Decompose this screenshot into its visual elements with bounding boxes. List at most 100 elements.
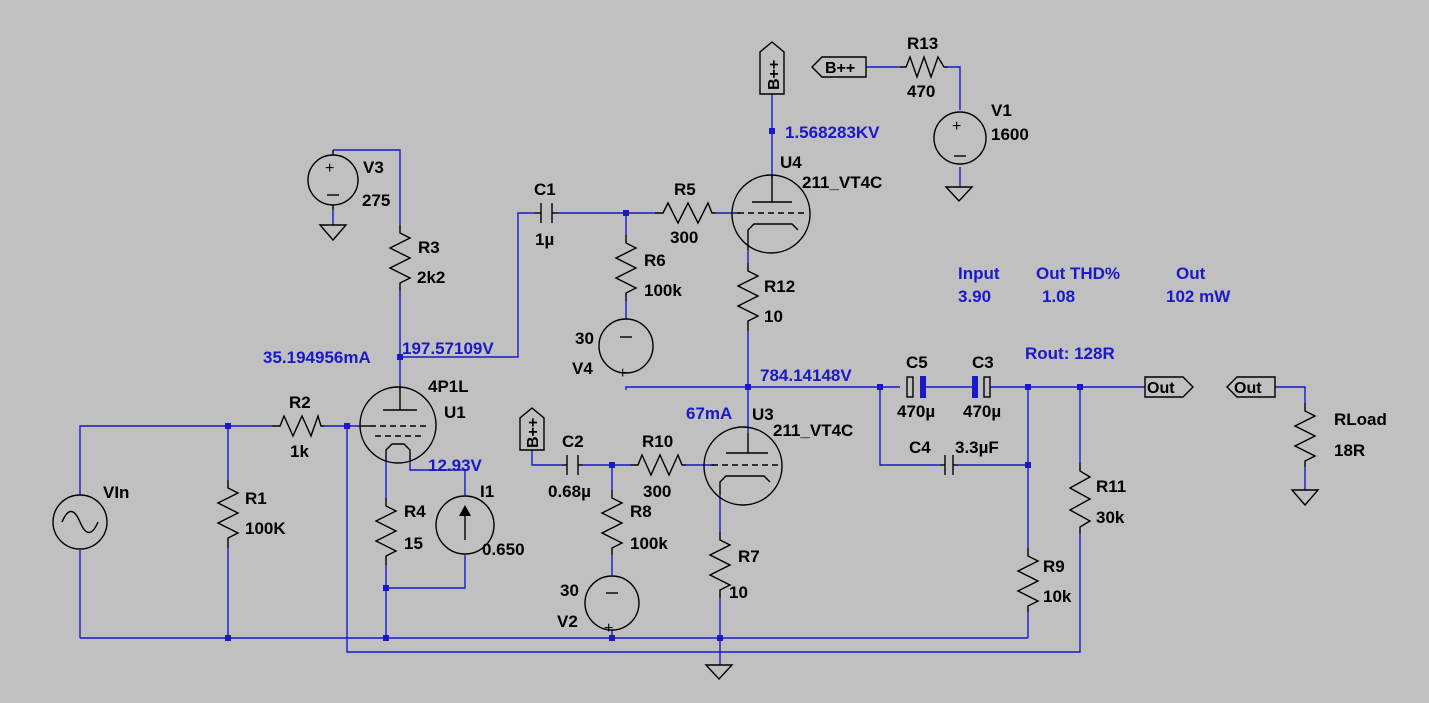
- label-r4-value: 15: [404, 534, 423, 553]
- label-c1-value: 1µ: [535, 230, 554, 249]
- resistor-r1: [216, 480, 240, 548]
- resistor-r6: [614, 235, 638, 301]
- capacitor-c5: [906, 376, 914, 398]
- source-v1: [933, 111, 987, 165]
- label-v3-ref: V3: [363, 158, 384, 177]
- resistor-r3: [388, 225, 412, 291]
- spice-annotations: 1.568283KV 35.194956mA 197.57109V 12.93V…: [263, 123, 1231, 475]
- label-c5-value: 470µ: [897, 402, 935, 421]
- label-r9-value: 10k: [1043, 587, 1072, 606]
- label-v1-value: 1600: [991, 125, 1029, 144]
- label-r1-value: 100K: [245, 519, 286, 538]
- rout-annotation: Rout: 128R: [1025, 344, 1115, 363]
- u1-cathode-voltage: 12.93V: [428, 456, 483, 475]
- label-rload-ref: RLoad: [1334, 410, 1387, 429]
- label-r2-value: 1k: [290, 442, 309, 461]
- tubes: [359, 174, 811, 506]
- resistor-r2: [272, 413, 324, 438]
- u1-anode-current: 35.194956mA: [263, 348, 371, 367]
- net-label-bpp-top: B++: [766, 60, 783, 90]
- resistor-r11: [1068, 463, 1092, 533]
- label-u1-ref: U1: [444, 403, 466, 422]
- resistor-r10: [630, 453, 686, 477]
- label-r10-ref: R10: [642, 432, 673, 451]
- label-v4-value: 30: [575, 329, 594, 348]
- resistor-r13: [900, 54, 948, 80]
- label-r11-value: 30k: [1096, 508, 1125, 527]
- component-labels: V3 275 R3 2k2 C1 1µ R5 300 R6 100k 30 V4…: [103, 34, 1387, 631]
- label-c3-ref: C3: [972, 353, 994, 372]
- capacitor-c3: [972, 376, 978, 398]
- svg-text:+: +: [604, 620, 613, 637]
- label-rload-value: 18R: [1334, 441, 1365, 460]
- svg-text:+: +: [952, 118, 961, 135]
- sources: + + + +: [52, 111, 987, 637]
- label-r7-value: 10: [729, 583, 748, 602]
- svg-text:+: +: [618, 365, 627, 382]
- u4-anode-voltage: 1.568283KV: [785, 123, 880, 142]
- label-u3-ref: U3: [752, 405, 774, 424]
- resistor-r9: [1016, 548, 1040, 612]
- label-r2-ref: R2: [289, 393, 311, 412]
- label-c3-value: 470µ: [963, 402, 1001, 421]
- label-c4-value: 3.3µF: [955, 438, 999, 457]
- label-c2-value: 0.68µ: [548, 482, 591, 501]
- label-r12-ref: R12: [764, 277, 795, 296]
- resistor-r8: [600, 490, 624, 555]
- source-i1: [435, 495, 495, 555]
- label-i1-ref: I1: [480, 482, 494, 501]
- label-r13-value: 470: [907, 82, 935, 101]
- resistor-r5: [655, 201, 716, 225]
- label-v1-ref: V1: [991, 101, 1012, 120]
- net-label-out-main: Out: [1147, 380, 1175, 397]
- label-u1-value: 4P1L: [428, 377, 469, 396]
- resistor-rload: [1293, 403, 1317, 467]
- label-r6-value: 100k: [644, 281, 682, 300]
- label-r3-value: 2k2: [417, 268, 445, 287]
- resistor-r7: [708, 532, 732, 598]
- label-c4-ref: C4: [909, 438, 931, 457]
- label-r5-ref: R5: [674, 180, 696, 199]
- tube-u3: [703, 426, 783, 506]
- resistor-r4: [374, 498, 398, 565]
- source-v2: [584, 575, 640, 631]
- tube-u1: [359, 386, 437, 464]
- u3-current: 67mA: [686, 404, 732, 423]
- u1-anode-voltage: 197.57109V: [402, 339, 494, 358]
- measure-header-thd: Out THD%: [1036, 264, 1120, 283]
- measure-value-input: 3.90: [958, 287, 991, 306]
- label-c1-ref: C1: [534, 180, 556, 199]
- label-r6-ref: R6: [644, 251, 666, 270]
- label-c5-ref: C5: [906, 353, 928, 372]
- label-r5-value: 300: [670, 228, 698, 247]
- net-flags: B++ B++ B++ Out Out: [519, 41, 1276, 451]
- label-r11-ref: R11: [1096, 477, 1126, 496]
- junctions: [225, 128, 1083, 641]
- ground-symbols: [318, 186, 1320, 681]
- label-r9-ref: R9: [1043, 557, 1065, 576]
- label-r8-value: 100k: [630, 534, 668, 553]
- measure-value-thd: 1.08: [1042, 287, 1075, 306]
- label-r8-ref: R8: [630, 502, 652, 521]
- label-i1-value: 0.650: [482, 540, 525, 559]
- net-label-bpp-u3: B++: [525, 418, 542, 448]
- resistor-r12: [736, 263, 760, 331]
- label-vin-ref: VIn: [103, 483, 129, 502]
- label-r13-ref: R13: [907, 34, 938, 53]
- label-r7-ref: R7: [738, 547, 760, 566]
- source-vin: [52, 494, 108, 550]
- label-u4-value: 211_VT4C: [802, 173, 882, 192]
- measure-value-out: 102 mW: [1166, 287, 1231, 306]
- label-c2-ref: C2: [562, 432, 584, 451]
- tube-u4: [731, 174, 811, 254]
- label-r4-ref: R4: [404, 502, 426, 521]
- label-v3-value: 275: [362, 191, 390, 210]
- label-r10-value: 300: [643, 482, 671, 501]
- net-label-out-load: Out: [1234, 380, 1262, 397]
- label-u4-ref: U4: [780, 153, 802, 172]
- net-label-bpp-supply: B++: [825, 60, 855, 77]
- label-r1-ref: R1: [245, 489, 267, 508]
- label-v2-value: 30: [560, 581, 579, 600]
- midpoint-voltage: 784.14148V: [760, 366, 852, 385]
